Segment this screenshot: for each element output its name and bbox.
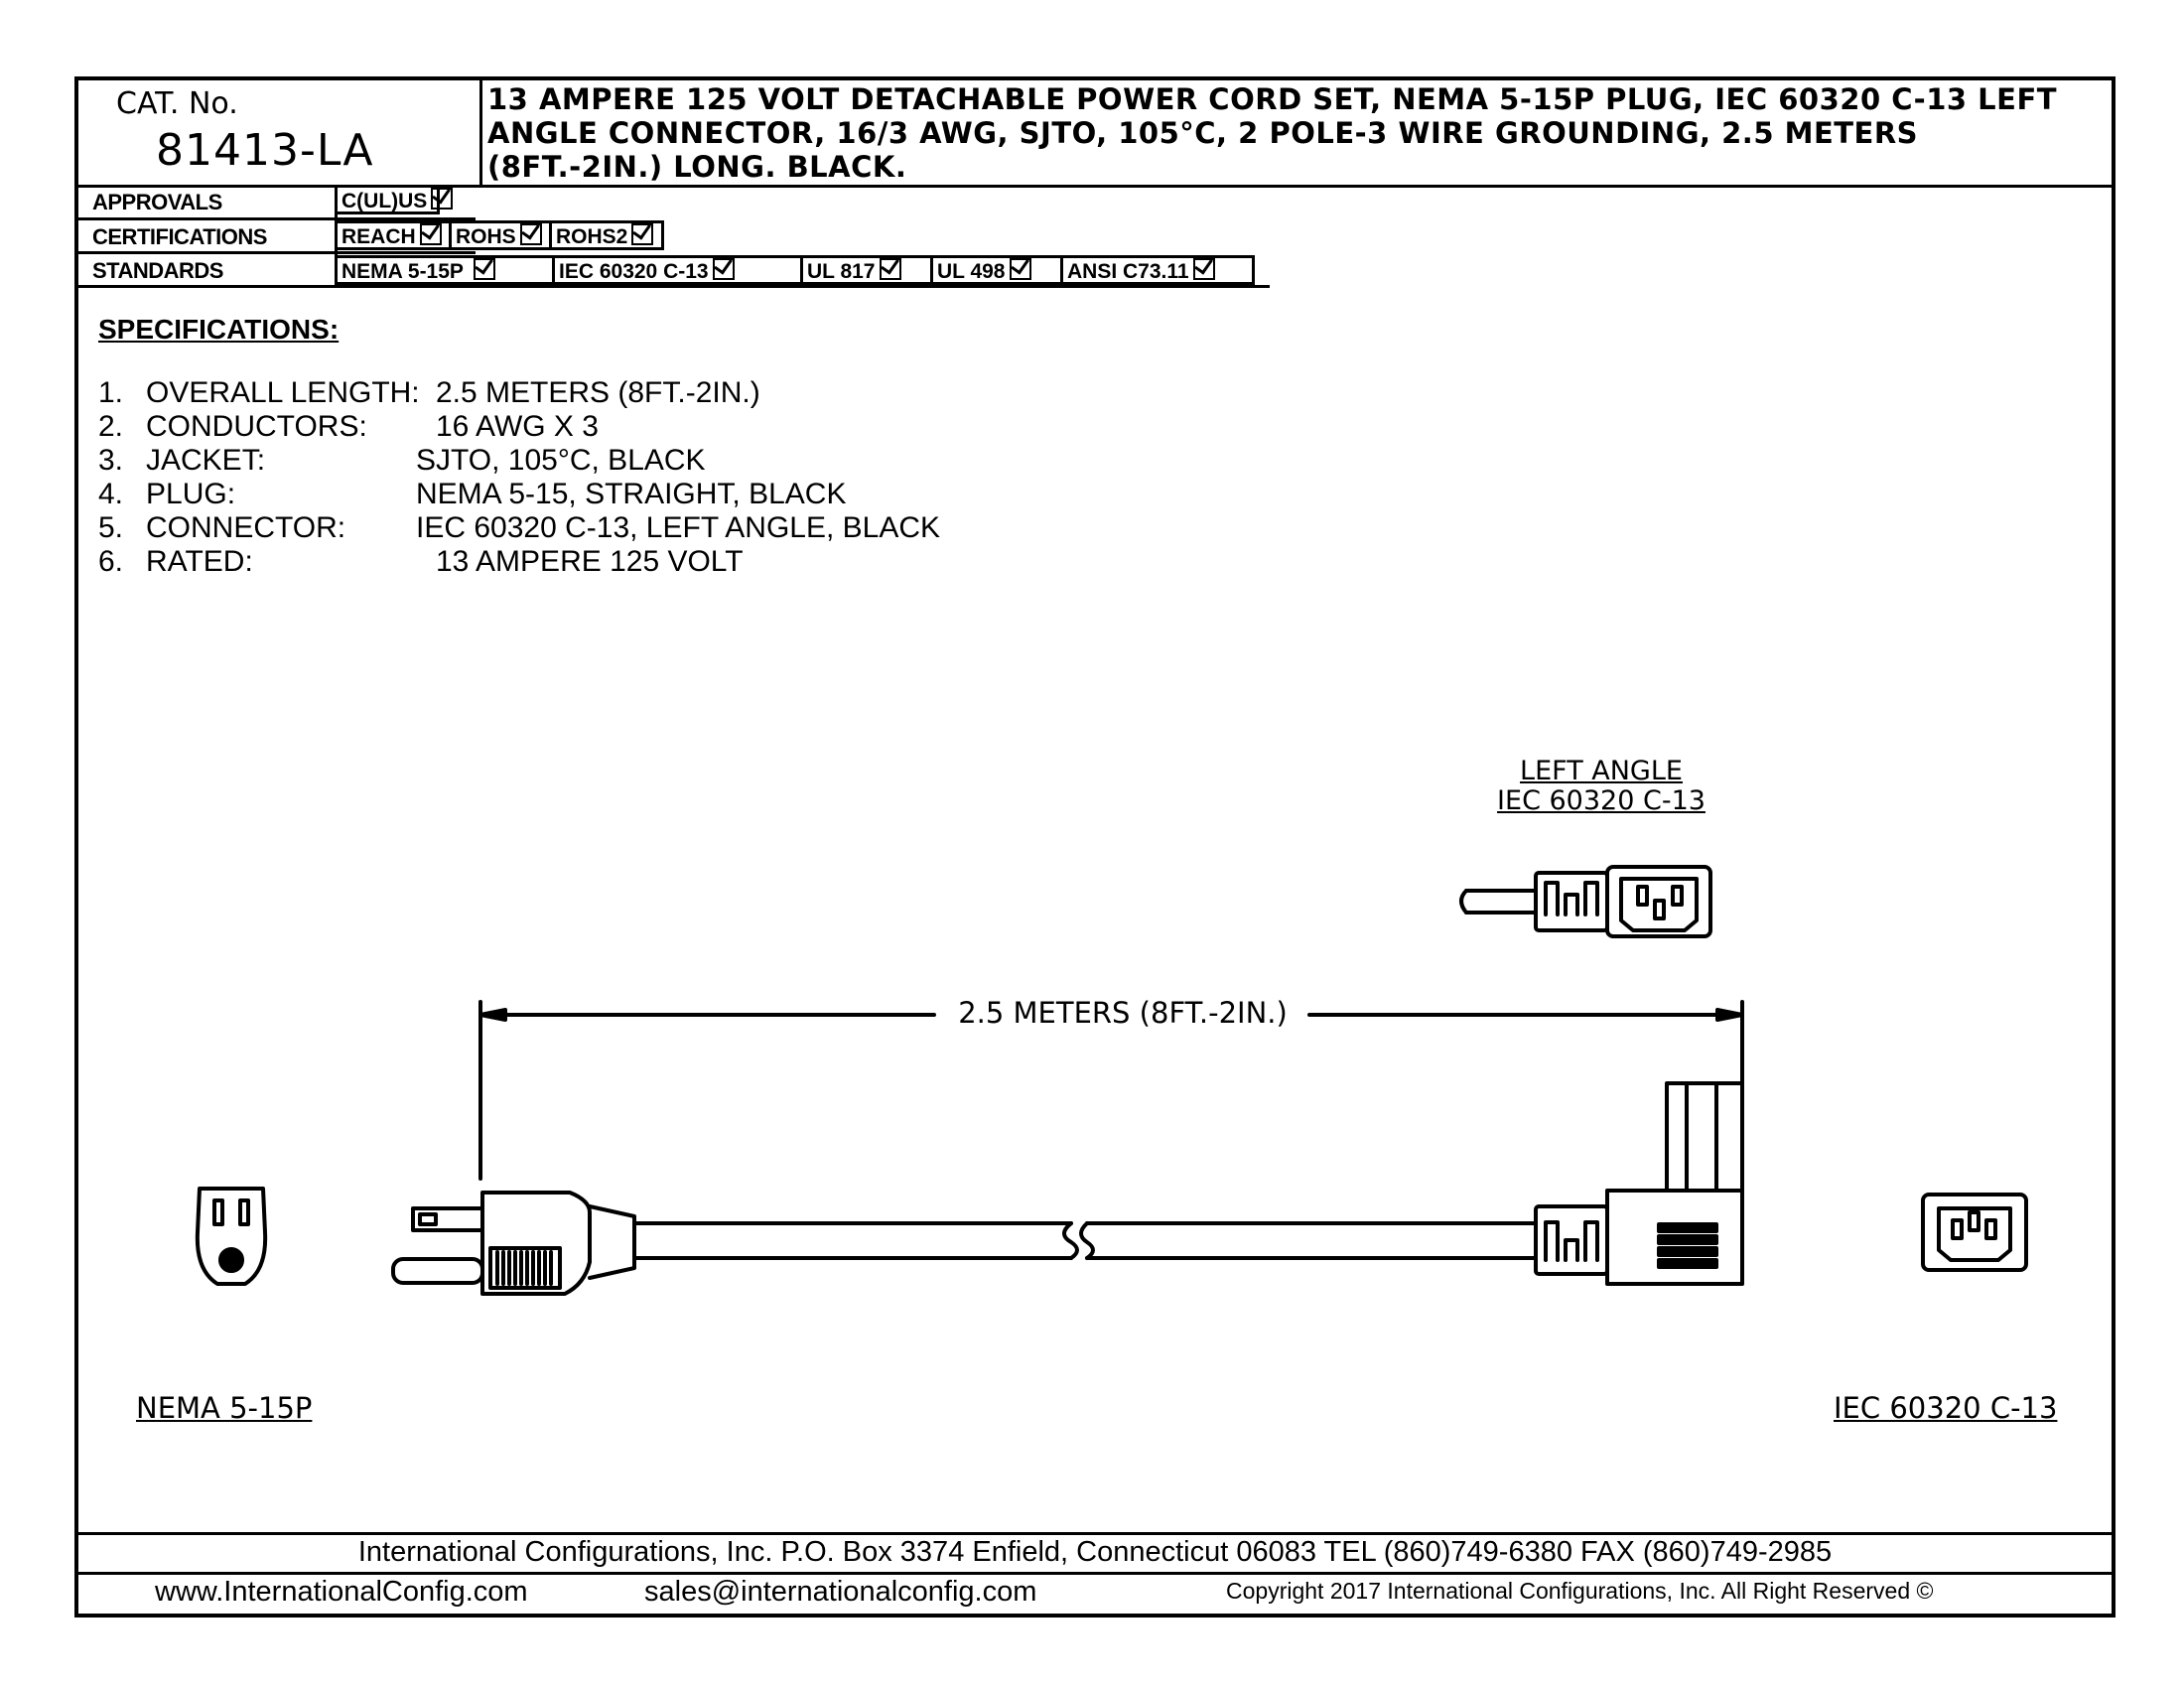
checkbox-checked-icon	[519, 223, 542, 245]
spec-value: SJTO, 105°C, BLACK	[416, 444, 706, 477]
left-angle-connector-detail	[1459, 865, 1712, 938]
cat-number: 81413-LA	[156, 125, 374, 176]
dimension-line	[478, 1000, 1744, 1284]
approval-cul: C(UL)US	[335, 185, 454, 214]
spec-value: 13 AMPERE 125 VOLT	[436, 545, 744, 578]
table-line	[78, 251, 476, 254]
left-angle-label: LEFT ANGLE	[1520, 756, 1683, 786]
spec-value: NEMA 5-15, STRAIGHT, BLACK	[416, 478, 847, 510]
approval-cul-text: C(UL)US	[341, 190, 428, 212]
spec-value: 2.5 METERS (8FT.-2IN.)	[436, 376, 760, 409]
std-ul498: UL 498	[930, 255, 1063, 285]
spec-value: IEC 60320 C-13, LEFT ANGLE, BLACK	[416, 511, 941, 544]
std-ul498-text: UL 498	[937, 260, 1006, 283]
plug-side-view	[391, 1191, 1538, 1296]
checkbox-checked-icon	[1192, 258, 1215, 280]
spec-num: 2.	[98, 410, 124, 443]
spec-row: 6. RATED: 13 AMPERE 125 VOLT	[98, 545, 744, 579]
dimension-label: 2.5 METERS (8FT.-2IN.)	[958, 996, 1288, 1030]
cert-rohs: ROHS	[449, 220, 552, 250]
spec-key: RATED:	[146, 545, 253, 578]
spec-key: CONNECTOR:	[146, 511, 346, 544]
std-iec-text: IEC 60320 C-13	[559, 260, 709, 283]
std-ansi: ANSI C73.11	[1060, 255, 1255, 285]
email-link[interactable]: sales@internationalconfig.com	[644, 1576, 1037, 1608]
std-ul817-text: UL 817	[807, 260, 876, 283]
spec-key: OVERALL LENGTH:	[146, 376, 420, 409]
spec-num: 1.	[98, 376, 124, 409]
cert-rohs2-text: ROHS2	[556, 225, 628, 248]
spec-row: 1. OVERALL LENGTH: 2.5 METERS (8FT.-2IN.)	[98, 376, 760, 410]
spec-num: 6.	[98, 545, 124, 578]
standards-label: STANDARDS	[92, 258, 223, 283]
std-ul817: UL 817	[800, 255, 933, 285]
spec-num: 4.	[98, 478, 124, 510]
std-ansi-text: ANSI C73.11	[1067, 260, 1189, 283]
checkbox-checked-icon	[631, 223, 654, 245]
footer-line-top	[78, 1532, 2112, 1535]
connector-side-view	[1534, 1081, 1744, 1286]
iec-connector-face	[1921, 1193, 2028, 1272]
spec-row: 3. JACKET: SJTO, 105°C, BLACK	[98, 444, 706, 478]
checkbox-checked-icon	[1009, 258, 1031, 280]
spec-num: 3.	[98, 444, 124, 477]
left-angle-iec-label: IEC 60320 C-13	[1497, 785, 1706, 816]
checkbox-checked-icon	[419, 223, 442, 245]
company-info: International Configurations, Inc. P.O. …	[357, 1536, 1833, 1568]
drawing-sheet: CAT. No. 81413-LA 13 AMPERE 125 VOLT DET…	[74, 76, 2116, 1618]
cert-rohs-text: ROHS	[456, 225, 516, 248]
cord-drawing	[195, 865, 2028, 1296]
connector-label: IEC 60320 C-13	[1834, 1391, 2058, 1425]
spec-key: CONDUCTORS:	[146, 410, 367, 443]
spec-row: 5. CONNECTOR: IEC 60320 C-13, LEFT ANGLE, …	[98, 511, 940, 545]
spec-row: 2. CONDUCTORS: 16 AWG X 3	[98, 410, 599, 444]
copyright-text: Copyright 2017 International Configurati…	[1226, 1578, 1934, 1604]
cert-reach-text: REACH	[341, 225, 416, 248]
spec-key: PLUG:	[146, 478, 236, 510]
plug-label: NEMA 5-15P	[136, 1391, 313, 1425]
cert-rohs2: ROHS2	[549, 220, 664, 250]
std-nema-text: NEMA 5-15P	[341, 260, 464, 283]
specifications-title: SPECIFICATIONS:	[98, 314, 340, 345]
std-nema: NEMA 5-15P	[335, 255, 555, 285]
checkbox-checked-icon	[879, 258, 901, 280]
checkbox-checked-icon	[473, 258, 495, 280]
spec-key: JACKET:	[146, 444, 266, 477]
spec-row: 4. PLUG: NEMA 5-15, STRAIGHT, BLACK	[98, 478, 846, 511]
table-line	[78, 285, 1270, 288]
table-line	[78, 217, 476, 220]
checkbox-checked-icon	[431, 188, 454, 210]
footer-line-mid	[78, 1572, 2112, 1575]
website-link[interactable]: www.InternationalConfig.com	[155, 1576, 528, 1608]
approvals-label: APPROVALS	[92, 190, 222, 214]
title-divider	[479, 80, 482, 185]
cat-label: CAT. No.	[116, 86, 238, 121]
title-bottom-line	[78, 185, 2112, 188]
spec-num: 5.	[98, 511, 124, 544]
product-description: 13 AMPERE 125 VOLT DETACHABLE POWER CORD…	[487, 82, 2058, 184]
checkbox-checked-icon	[712, 258, 735, 280]
spec-value: 16 AWG X 3	[436, 410, 599, 443]
certifications-label: CERTIFICATIONS	[92, 224, 267, 249]
nema-plug-face	[195, 1187, 268, 1286]
